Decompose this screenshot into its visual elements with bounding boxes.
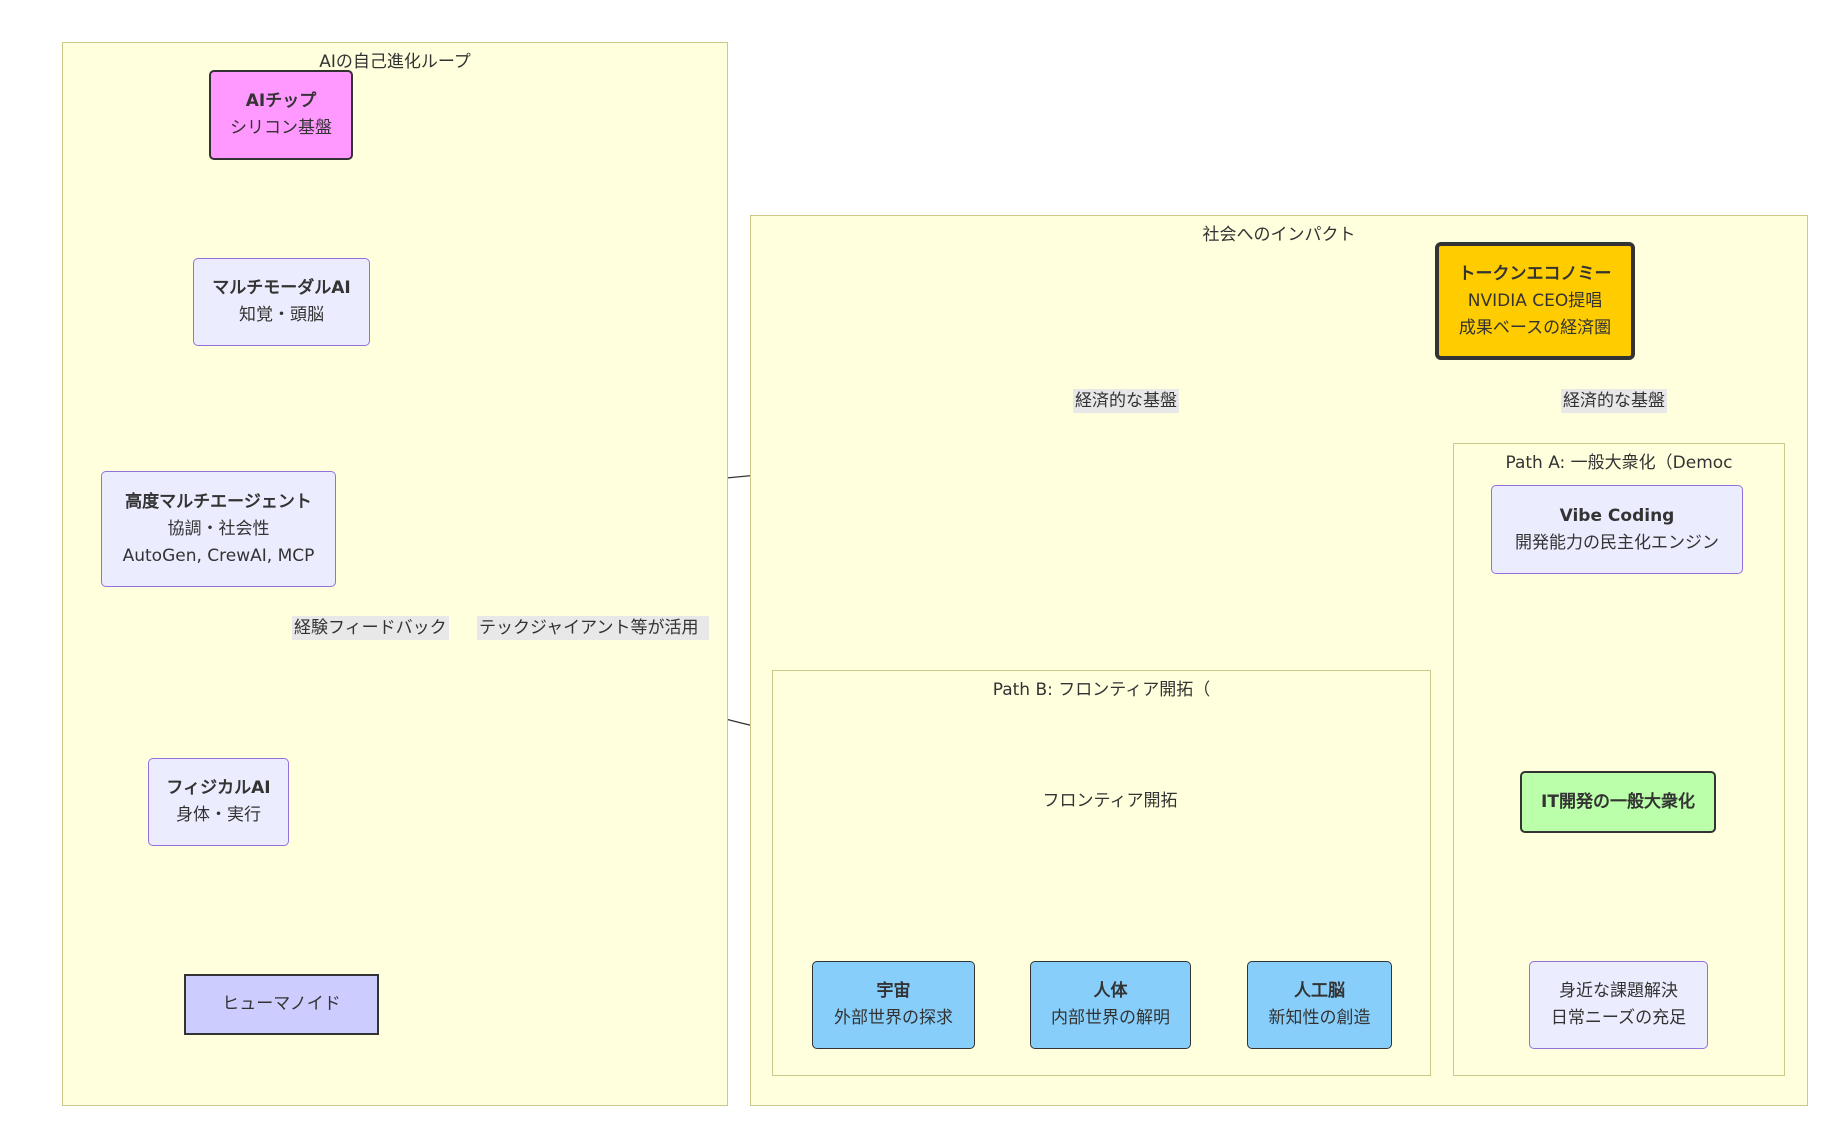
node-vibe-sub: 開発能力の民主化エンジン [1515, 532, 1719, 553]
node-space-title: 宇宙 [876, 981, 911, 1001]
edge-label-feedback: 経験フィードバック [292, 616, 449, 640]
node-physical-title: フィジカルAI [166, 778, 271, 798]
node-humanoid[interactable]: ヒューマノイド [184, 974, 379, 1035]
node-physical-ai[interactable]: フィジカルAI 身体・実行 [148, 758, 289, 846]
node-humanoid-label: ヒューマノイド [222, 994, 341, 1014]
node-multimodal-ai[interactable]: マルチモーダルAI 知覚・頭脳 [193, 258, 370, 346]
node-frontier-label[interactable]: フロンティア開拓 [1042, 791, 1178, 811]
node-ai-chip-title: AIチップ [245, 91, 317, 111]
node-token-title: トークンエコノミー [1458, 263, 1612, 284]
node-multimodal-sub: 知覚・頭脳 [239, 305, 324, 325]
node-ai-chip[interactable]: AIチップ シリコン基盤 [209, 70, 353, 160]
node-vibe-title: Vibe Coding [1559, 505, 1675, 526]
node-space[interactable]: 宇宙 外部世界の探求 [812, 961, 975, 1049]
node-multi-agent[interactable]: 高度マルチエージェント 協調・社会性 AutoGen, CrewAI, MCP [101, 471, 336, 587]
edge-label-economic-base-left: 経済的な基盤 [1073, 389, 1179, 413]
node-daily-line2: 日常ニーズの充足 [1550, 1008, 1687, 1028]
node-physical-sub: 身体・実行 [176, 805, 261, 825]
edge-label-economic-base-right: 経済的な基盤 [1561, 389, 1667, 413]
node-space-sub: 外部世界の探求 [834, 1008, 953, 1028]
node-artificial-brain[interactable]: 人工脳 新知性の創造 [1247, 961, 1392, 1049]
node-brain-title: 人工脳 [1294, 981, 1345, 1001]
node-token-sub: NVIDIA CEO提唱 [1467, 290, 1603, 311]
node-body-title: 人体 [1093, 981, 1128, 1001]
node-multi-agent-sub: 協調・社会性 [167, 518, 270, 539]
node-daily-needs[interactable]: 身近な課題解決 日常ニーズの充足 [1529, 961, 1708, 1049]
cluster-title-impact: 社会へのインパクト [1202, 225, 1356, 245]
node-body-sub: 内部世界の解明 [1051, 1008, 1170, 1028]
node-ai-chip-sub: シリコン基盤 [230, 118, 332, 138]
node-daily-line1: 身近な課題解決 [1559, 981, 1678, 1001]
edge-label-tech-giants: テックジャイアント等が活用 [477, 616, 709, 640]
node-body[interactable]: 人体 内部世界の解明 [1030, 961, 1191, 1049]
node-multi-agent-sub2: AutoGen, CrewAI, MCP [122, 545, 315, 566]
node-token-sub2: 成果ベースの経済圏 [1458, 317, 1612, 338]
cluster-title-ai-loop: AIの自己進化ループ [319, 52, 471, 72]
cluster-title-path-b: Path B: フロンティア開拓（ [992, 680, 1211, 700]
node-it-dev-title: IT開発の一般大衆化 [1541, 791, 1695, 812]
cluster-title-path-a: Path A: 一般大衆化（Democ [1505, 453, 1733, 473]
node-multi-agent-title: 高度マルチエージェント [125, 491, 312, 512]
node-multimodal-title: マルチモーダルAI [212, 278, 351, 298]
node-it-dev[interactable]: IT開発の一般大衆化 [1520, 771, 1716, 833]
node-token-economy[interactable]: トークンエコノミー NVIDIA CEO提唱 成果ベースの経済圏 [1435, 242, 1635, 360]
node-vibe-coding[interactable]: Vibe Coding 開発能力の民主化エンジン [1491, 485, 1743, 574]
node-brain-sub: 新知性の創造 [1268, 1008, 1371, 1028]
